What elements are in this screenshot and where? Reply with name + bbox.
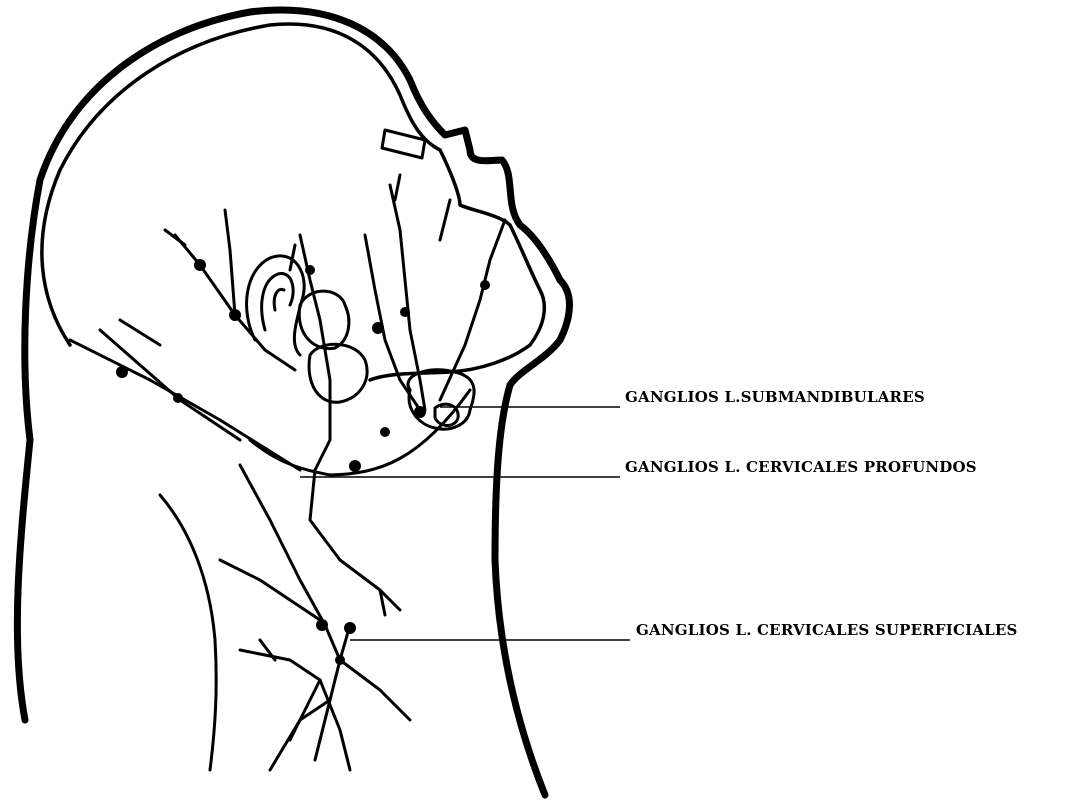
neck-back-outline [160, 495, 216, 770]
lymphatic-vessels [70, 175, 505, 770]
jaw-line [250, 390, 470, 475]
head-inner-outline [42, 24, 544, 380]
parotid-node-cluster [299, 291, 367, 402]
label-superficial-cervical-nodes: GANGLIOS L. CERVICALES SUPERFICIALES [636, 621, 1018, 639]
lymph-nodes [116, 259, 490, 665]
head-outer-outline [17, 10, 569, 795]
label-deep-cervical-nodes: GANGLIOS L. CERVICALES PROFUNDOS [625, 458, 977, 476]
label-submandibular-nodes: GANGLIOS L.SUBMANDIBULARES [625, 388, 925, 406]
